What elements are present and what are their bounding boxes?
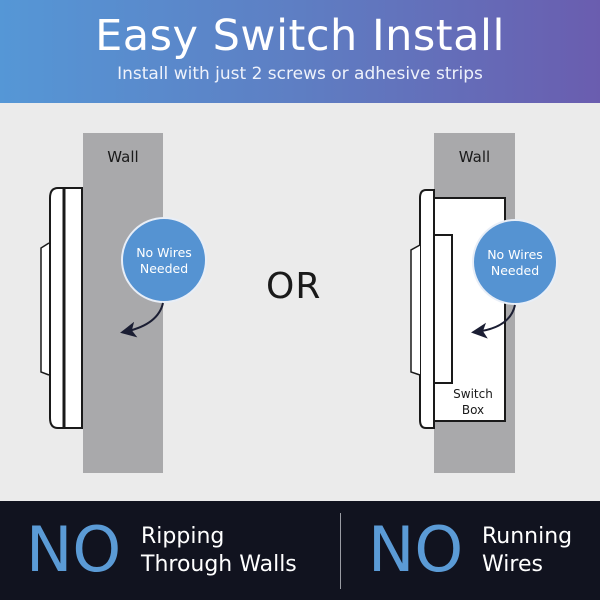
- wall-label-right: Wall: [458, 148, 491, 166]
- wall-left: [83, 133, 163, 473]
- switch-box-label: Switch Box: [440, 386, 506, 418]
- rocker-left: [40, 242, 50, 376]
- header-banner: Easy Switch Install Install with just 2 …: [0, 0, 600, 103]
- bubble-right-line1: No Wires: [487, 247, 543, 262]
- feature-1-line1: Ripping: [141, 524, 225, 549]
- switch-box-line1: Switch: [453, 387, 493, 401]
- bubble-left-line1: No Wires: [136, 245, 192, 260]
- page-title: Easy Switch Install: [95, 11, 505, 61]
- no-label-1: NO: [26, 513, 122, 586]
- wall-label-left: Wall: [107, 148, 139, 166]
- bubble-left: [121, 217, 207, 303]
- arrow-left-icon: [120, 302, 164, 338]
- feature-2-text: Running Wires: [482, 523, 572, 579]
- bubble-right-line2: Needed: [490, 263, 540, 278]
- no-label-2: NO: [368, 513, 464, 586]
- switch-box-line2: Box: [461, 403, 485, 417]
- or-separator: OR: [266, 266, 322, 307]
- footer-band: NO Ripping Through Walls NO Running Wire…: [0, 501, 600, 600]
- bubble-left-line2: Needed: [139, 261, 189, 276]
- bubble-right-text: No Wires Needed: [473, 247, 557, 279]
- arrow-right-icon: [471, 304, 516, 339]
- rocker-right: [410, 244, 421, 376]
- switch-plate-right: [419, 189, 435, 429]
- feature-2-line2: Wires: [482, 552, 543, 577]
- feature-2-line1: Running: [482, 524, 573, 549]
- feature-1-text: Ripping Through Walls: [141, 523, 297, 579]
- installation-diagram: [40, 133, 558, 473]
- feature-1-line2: Through Walls: [141, 552, 297, 577]
- page-subtitle: Install with just 2 screws or adhesive s…: [117, 64, 483, 84]
- bubble-left-text: No Wires Needed: [122, 245, 206, 277]
- bubble-right: [472, 219, 558, 305]
- footer-divider: [340, 513, 341, 589]
- switch-plate-left: [49, 187, 83, 429]
